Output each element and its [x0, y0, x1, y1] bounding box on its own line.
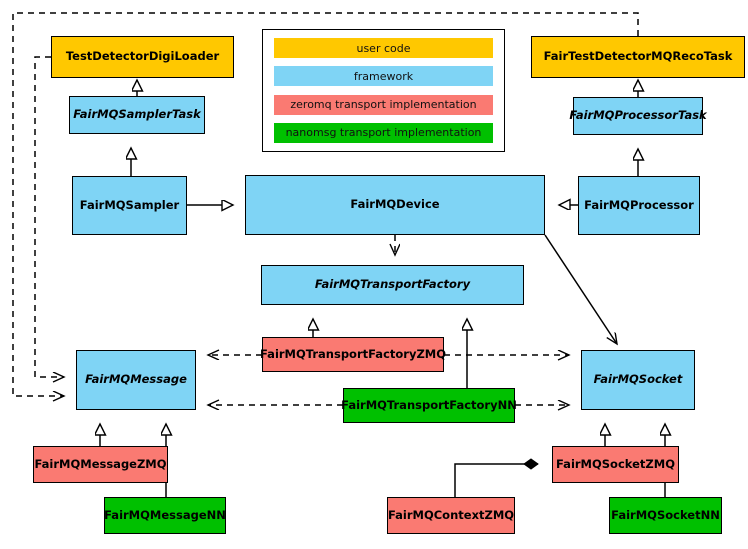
class-node-label: FairMQProcessorTask	[569, 108, 707, 123]
class-node-FairMQMessageNN[interactable]: FairMQMessageNN	[104, 497, 226, 534]
class-node-label: FairMQProcessor	[584, 197, 694, 212]
legend-label: framework	[353, 69, 414, 83]
class-node-FairMQProcessorTask[interactable]: FairMQProcessorTask	[569, 97, 707, 135]
edge-composition	[454, 458, 539, 497]
class-node-FairMQDevice[interactable]: FairMQDevice	[245, 175, 545, 235]
class-node-label: FairMQTransportFactory	[314, 277, 471, 292]
class-node-label: FairMQMessageZMQ	[34, 456, 167, 471]
class-node-FairMQSocketNN[interactable]: FairMQSocketNN	[609, 497, 722, 534]
class-node-label: FairMQDevice	[350, 197, 440, 212]
legend: user code framework zeromq transport imp…	[262, 29, 505, 152]
class-node-FairMQSocket[interactable]: FairMQSocket	[581, 350, 695, 410]
legend-label: zeromq transport implementation	[290, 98, 477, 112]
class-node-FairMQContextZMQ[interactable]: FairMQContextZMQ	[387, 497, 515, 534]
class-node-label: TestDetectorDigiLoader	[65, 49, 220, 64]
class-node-label: FairMQSampler	[79, 197, 180, 212]
legend-item-zeromq: zeromq transport implementation	[274, 94, 493, 115]
class-node-FairMQMessageZMQ[interactable]: FairMQMessageZMQ	[33, 446, 168, 483]
legend-item-nanomsg: nanomsg transport implementation	[274, 122, 493, 143]
class-node-label: FairMQMessageNN	[104, 507, 226, 522]
class-node-label: FairMQTransportFactoryNN	[341, 397, 517, 412]
class-node-FairTestDetectorMQRecoTask[interactable]: FairTestDetectorMQRecoTask	[531, 36, 745, 78]
class-node-label: FairTestDetectorMQRecoTask	[543, 49, 733, 64]
edge-dependency	[34, 56, 64, 377]
class-node-FairMQTransportFactoryZMQ[interactable]: FairMQTransportFactoryZMQ	[260, 337, 447, 372]
class-node-FairMQProcessor[interactable]: FairMQProcessor	[578, 176, 700, 235]
class-node-label: FairMQSocketNN	[611, 507, 720, 522]
class-node-label: FairMQContextZMQ	[387, 507, 515, 522]
class-node-label: FairMQSamplerTask	[73, 107, 201, 122]
class-node-label: FairMQSocket	[593, 372, 683, 387]
class-node-FairMQMessage[interactable]: FairMQMessage	[76, 350, 196, 410]
class-node-FairMQSamplerTask[interactable]: FairMQSamplerTask	[69, 96, 205, 134]
class-node-FairMQTransportFactory[interactable]: FairMQTransportFactory	[261, 265, 524, 305]
legend-label: user code	[356, 41, 411, 55]
class-node-FairMQSampler[interactable]: FairMQSampler	[72, 176, 187, 235]
legend-item-usercode: user code	[274, 38, 493, 59]
class-node-label: FairMQTransportFactoryZMQ	[260, 346, 447, 361]
class-node-label: FairMQSocketZMQ	[556, 456, 675, 471]
class-node-TestDetectorDigiLoader[interactable]: TestDetectorDigiLoader	[51, 36, 234, 78]
legend-item-framework: framework	[274, 66, 493, 87]
class-node-label: FairMQMessage	[85, 372, 187, 387]
edge-association	[544, 234, 617, 344]
legend-label: nanomsg transport implementation	[285, 126, 482, 140]
class-node-FairMQTransportFactoryNN[interactable]: FairMQTransportFactoryNN	[341, 388, 517, 423]
class-node-FairMQSocketZMQ[interactable]: FairMQSocketZMQ	[552, 446, 679, 483]
